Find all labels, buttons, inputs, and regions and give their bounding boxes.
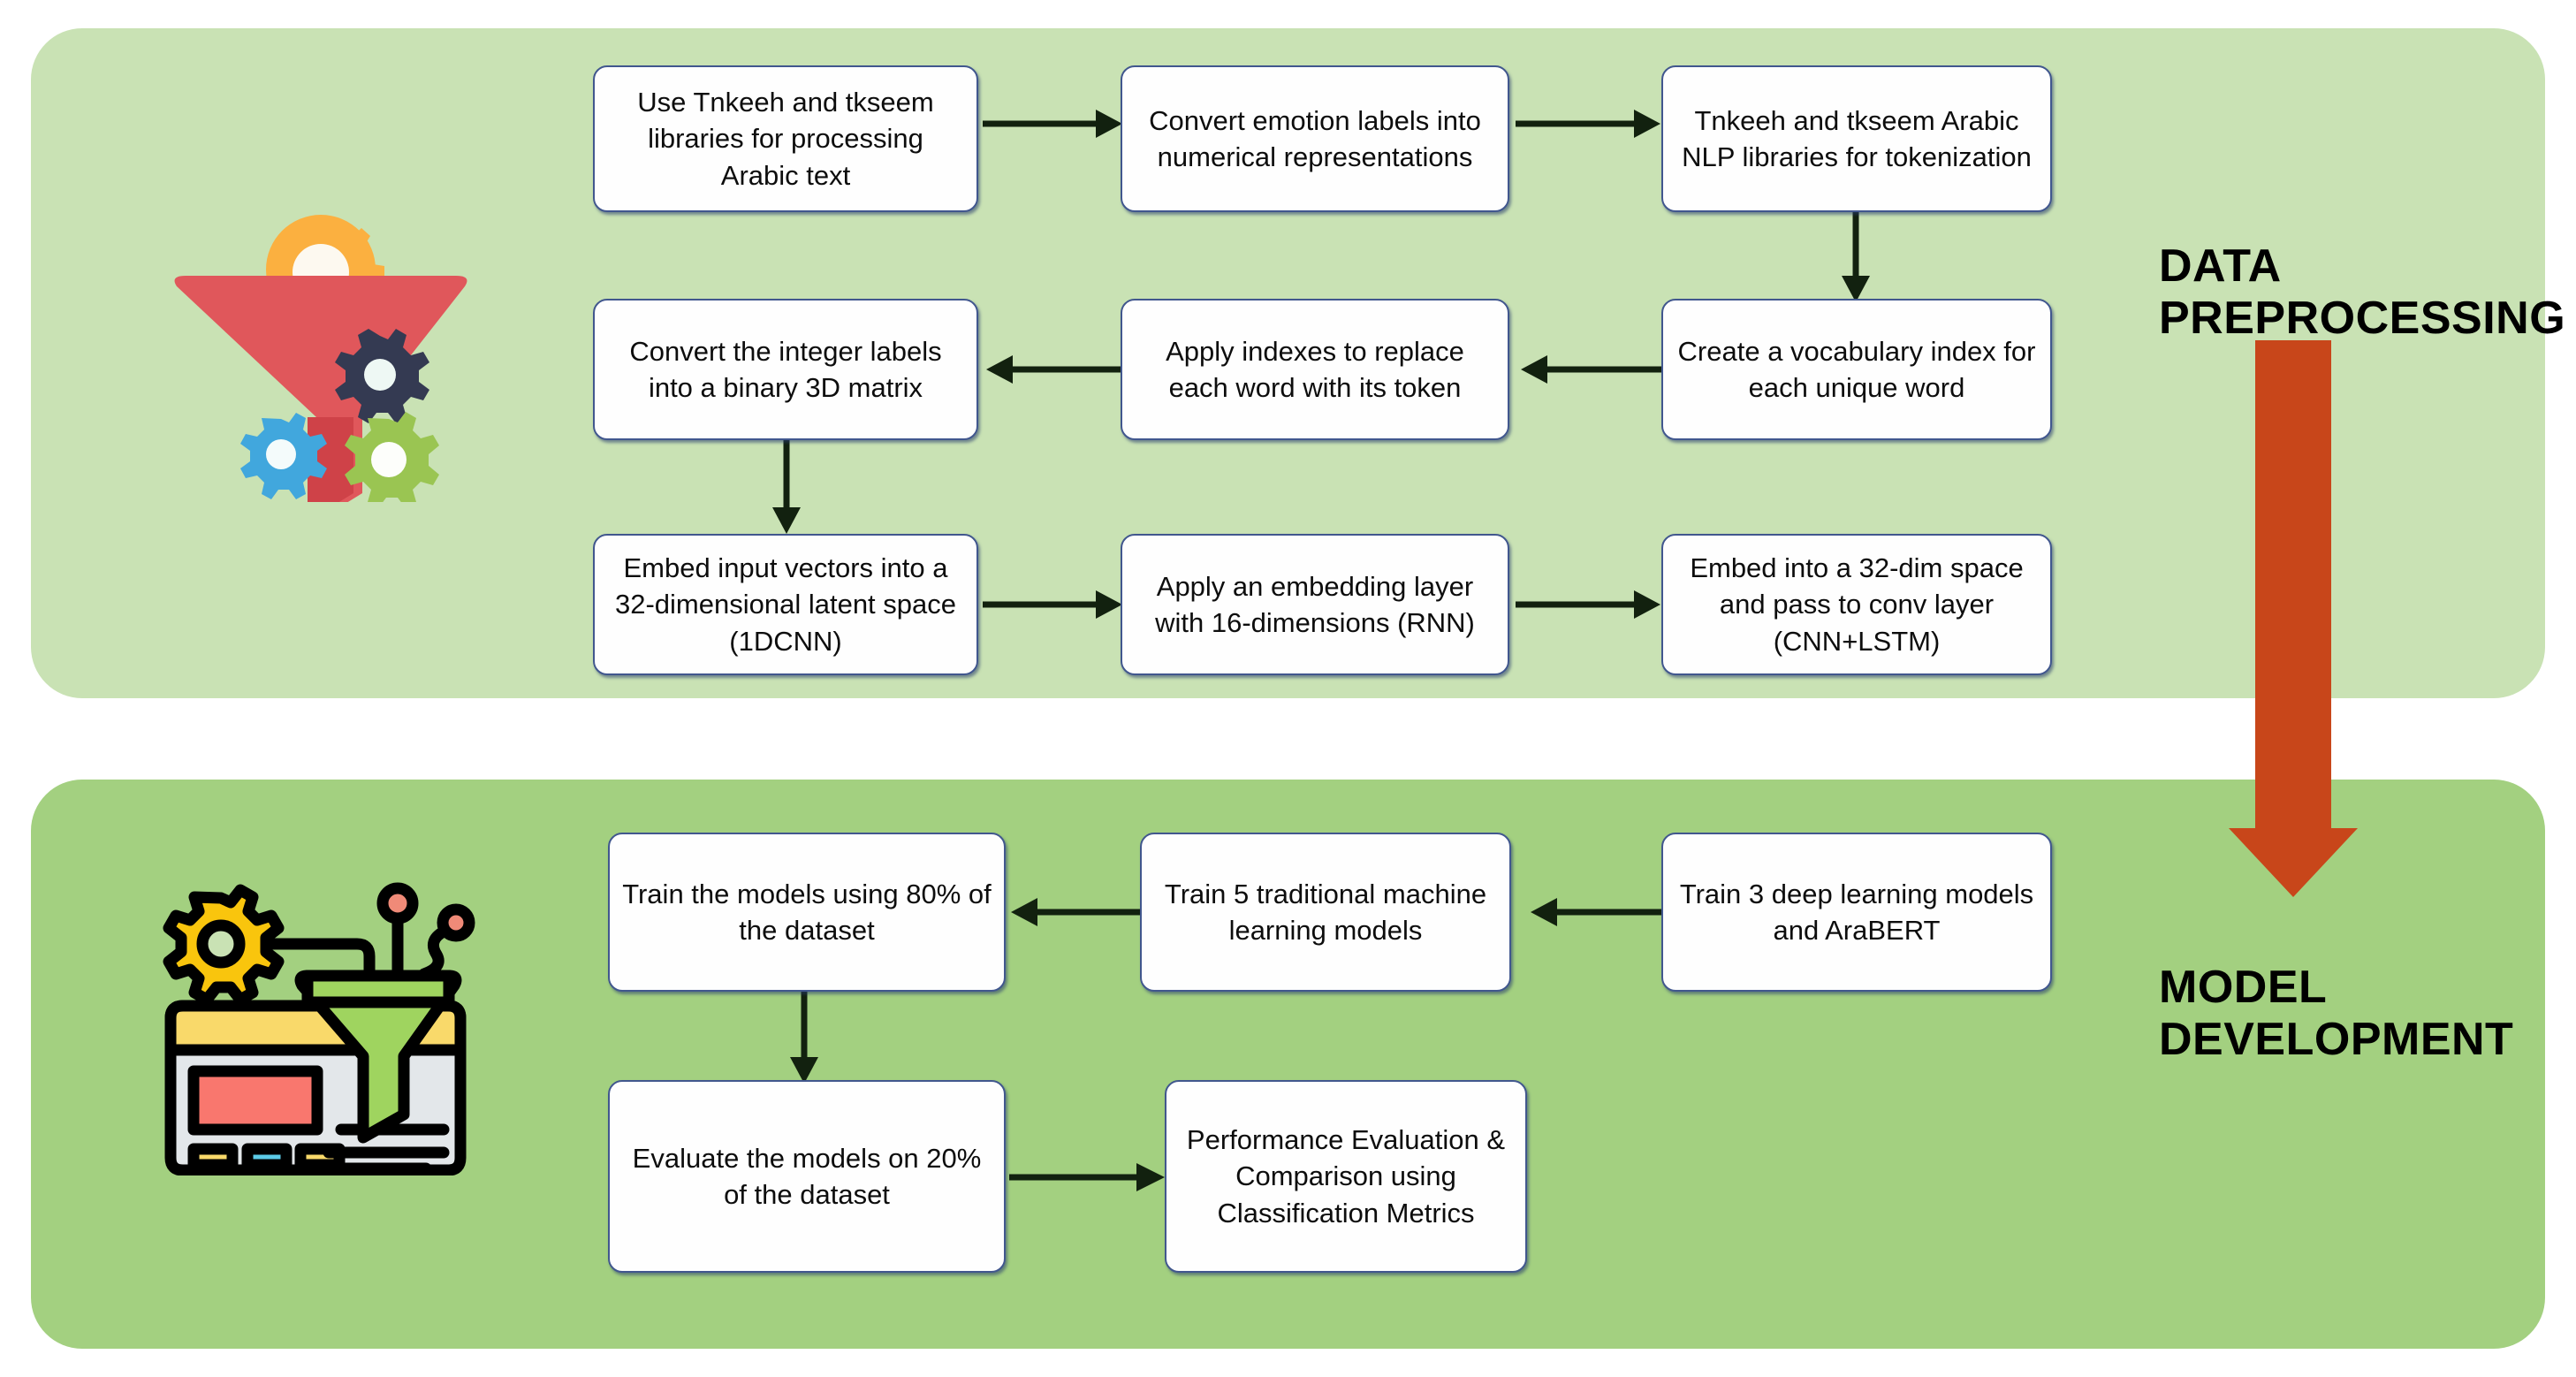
connector-train3-train5	[1531, 898, 1668, 926]
step-box[interactable]: Performance Evaluation & Comparison usin…	[1165, 1080, 1527, 1273]
connector-train5-trainmodels	[1011, 898, 1145, 926]
step-box[interactable]: Convert emotion labels into numerical re…	[1121, 65, 1509, 212]
step-box[interactable]: Embed input vectors into a 32-dimensiona…	[593, 534, 978, 675]
stage-transition-arrow	[2229, 340, 2358, 897]
step-box[interactable]: Tnkeeh and tkseem Arabic NLP libraries f…	[1661, 65, 2052, 212]
step-box[interactable]: Use Tnkeeh and tkseem libraries for proc…	[593, 65, 978, 212]
step-box[interactable]: Apply indexes to replace each word with …	[1121, 299, 1509, 440]
step-box[interactable]: Convert the integer labels into a binary…	[593, 299, 978, 440]
connector-step3-step4	[1842, 212, 1870, 302]
connector-step1-step2	[983, 110, 1122, 138]
step-box[interactable]: Evaluate the models on 20% of the datase…	[608, 1080, 1006, 1273]
connector-step7-step8	[983, 590, 1122, 619]
connector-step2-step3	[1516, 110, 1660, 138]
connector-step4-step5	[1521, 355, 1664, 384]
connector-step6-step7	[772, 440, 801, 534]
connector-evaluate-performance	[1009, 1163, 1165, 1191]
step-box[interactable]: Train 3 deep learning models and AraBERT	[1661, 833, 2052, 992]
step-box[interactable]: Train the models using 80% of the datase…	[608, 833, 1006, 992]
dashboard-funnel-icon	[163, 882, 475, 1175]
connector-trainmodels-evaluate	[790, 992, 818, 1084]
stage-label-model-development: MODEL DEVELOPMENT	[2159, 962, 2514, 1066]
step-box[interactable]: Embed into a 32-dim space and pass to co…	[1661, 534, 2052, 675]
step-box[interactable]: Train 5 traditional machine learning mod…	[1140, 833, 1511, 992]
step-box[interactable]: Create a vocabulary index for each uniqu…	[1661, 299, 2052, 440]
connector-step8-step9	[1516, 590, 1660, 619]
stage-label-data-preprocessing: DATA PREPROCESSING	[2159, 240, 2566, 345]
funnel-gears-icon	[174, 215, 467, 502]
step-box[interactable]: Apply an embedding layer with 16-dimensi…	[1121, 534, 1509, 675]
connector-step5-step6	[986, 355, 1124, 384]
